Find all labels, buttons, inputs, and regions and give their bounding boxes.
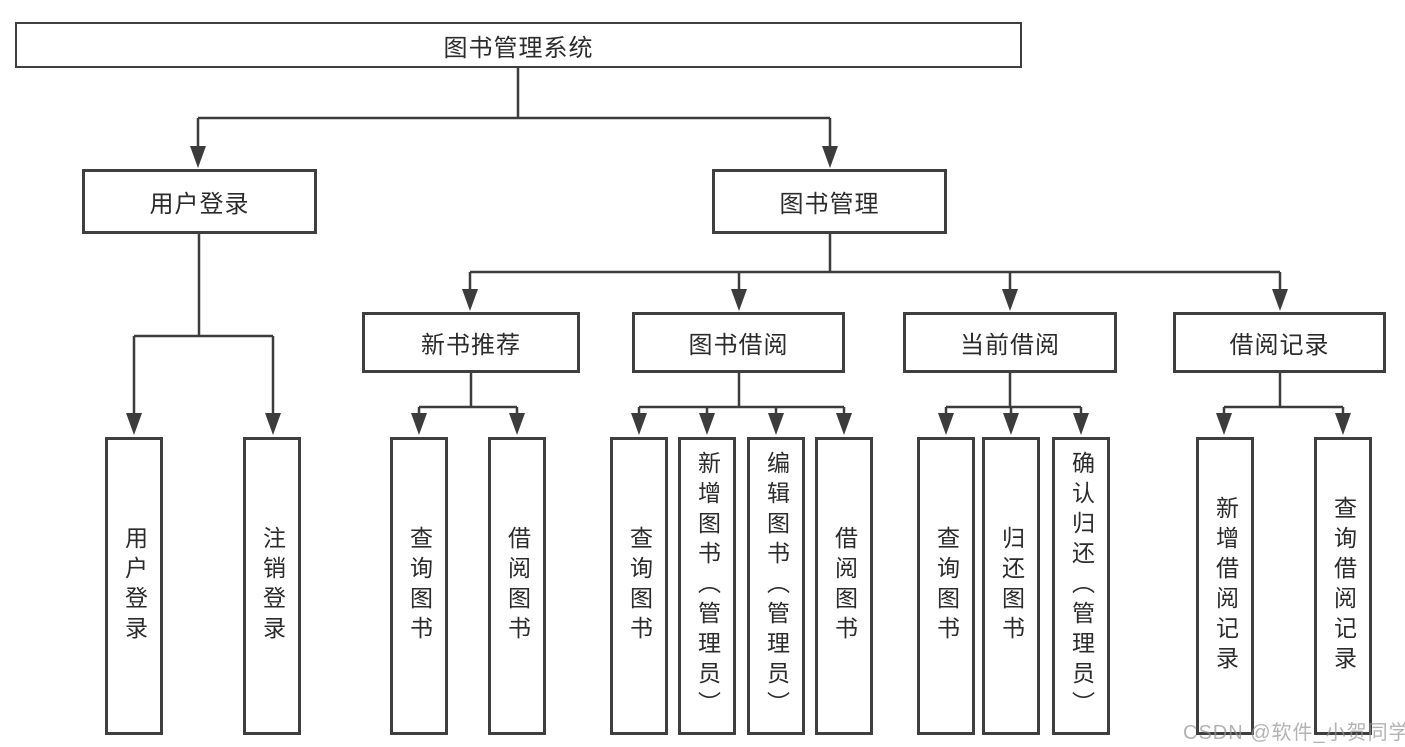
leaf-add-borrow-record: 新增借阅记录 [1196,437,1254,735]
leaf-edit-books-admin-label: 编辑图书（管理员） [763,451,790,721]
node-borrow-records: 借阅记录 [1173,312,1386,373]
node-new-book-recommend: 新书推荐 [362,312,580,373]
leaf-query-books-borrow-label: 查询图书 [626,526,653,646]
leaf-query-borrow-record-label: 查询借阅记录 [1330,496,1357,676]
leaf-add-borrow-record-label: 新增借阅记录 [1212,496,1239,676]
arrowheads [126,146,1351,435]
csdn-watermark: CSDN @软件_小贺同学 [1183,722,1405,744]
leaf-edit-books-admin: 编辑图书（管理员） [747,437,805,735]
node-root-label: 图书管理系统 [443,34,594,62]
leaf-return-books-label: 归还图书 [998,526,1025,646]
node-book-borrow-label: 图书借阅 [688,332,789,359]
leaf-user-login: 用户登录 [105,437,163,735]
leaf-query-books-recommend: 查询图书 [390,437,448,735]
leaf-add-books-admin: 新增图书（管理员） [678,437,736,735]
leaf-query-books-current: 查询图书 [917,437,975,735]
node-user-login: 用户登录 [82,169,317,234]
node-book-management-label: 图书管理 [779,191,880,218]
node-new-book-recommend-label: 新书推荐 [421,332,521,359]
leaf-query-books-borrow: 查询图书 [610,437,668,735]
leaf-logout: 注销登录 [243,437,301,735]
leaf-confirm-return-admin: 确认归还（管理员） [1052,437,1110,735]
leaf-borrow-books-recommend-label: 借阅图书 [504,526,531,646]
leaf-logout-label: 注销登录 [259,526,286,646]
leaf-borrow-books-recommend: 借阅图书 [488,437,546,735]
node-current-borrow-label: 当前借阅 [960,332,1060,359]
leaf-confirm-return-admin-label: 确认归还（管理员） [1068,451,1095,721]
node-current-borrow: 当前借阅 [903,312,1117,373]
node-user-login-label: 用户登录 [149,191,250,218]
leaf-query-books-recommend-label: 查询图书 [406,526,433,646]
leaf-add-books-admin-label: 新增图书（管理员） [694,451,721,721]
leaf-borrow-books-label: 借阅图书 [831,526,858,646]
leaf-return-books: 归还图书 [982,437,1040,735]
node-book-borrow: 图书借阅 [632,312,845,373]
node-borrow-records-label: 借阅记录 [1229,332,1330,359]
node-root: 图书管理系统 [15,22,1022,68]
leaf-query-books-current-label: 查询图书 [933,526,960,646]
node-book-management: 图书管理 [712,169,947,234]
leaf-user-login-label: 用户登录 [121,526,148,646]
leaf-borrow-books: 借阅图书 [815,437,873,735]
leaf-query-borrow-record: 查询借阅记录 [1314,437,1372,735]
